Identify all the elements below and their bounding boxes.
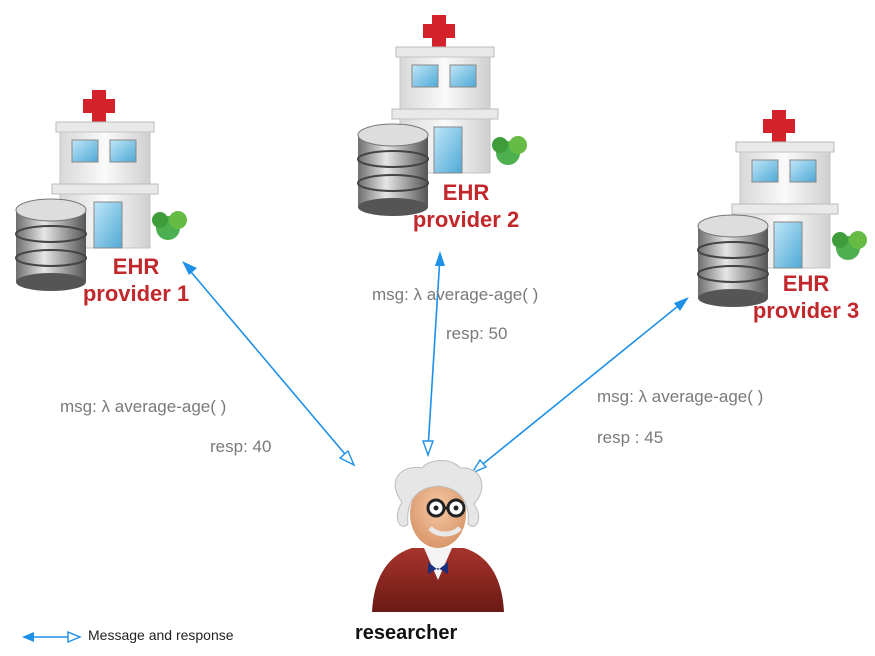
legend-arrow-icon bbox=[22, 630, 82, 644]
response-1-text: resp: 40 bbox=[210, 437, 272, 456]
database-icon-2 bbox=[357, 123, 429, 216]
provider-1-line2: provider 1 bbox=[82, 281, 190, 306]
hospital-icon-2 bbox=[391, 15, 527, 174]
researcher-label: researcher bbox=[355, 622, 458, 644]
response-3-text: resp : 45 bbox=[597, 428, 664, 447]
arrow-provider-3 bbox=[477, 301, 684, 469]
researcher-icon bbox=[372, 460, 504, 612]
arrow-provider-2 bbox=[427, 255, 441, 450]
arrowhead-resp-1 bbox=[338, 449, 356, 467]
message-1-text: msg: λ average-age( ) bbox=[60, 397, 227, 416]
legend-label: Message and response bbox=[88, 627, 234, 643]
hospital-icon-3 bbox=[731, 110, 867, 269]
provider-3-label: EHR provider 3 bbox=[726, 270, 875, 324]
provider-1-label: EHR provider 1 bbox=[56, 253, 216, 307]
provider-1-line1: EHR bbox=[112, 254, 160, 279]
provider-3-line2: provider 3 bbox=[752, 298, 860, 323]
provider-2-label: EHR provider 2 bbox=[386, 179, 546, 233]
arrowhead-msg-1 bbox=[182, 261, 197, 275]
database-icon-3 bbox=[697, 214, 769, 307]
database-icon-1 bbox=[15, 198, 87, 291]
provider-2-line1: EHR bbox=[442, 180, 490, 205]
provider-2-line2: provider 2 bbox=[412, 207, 520, 232]
arrowhead-msg-3 bbox=[674, 297, 689, 311]
message-2-text: msg: λ average-age( ) bbox=[372, 285, 539, 304]
arrow-provider-1 bbox=[185, 265, 351, 461]
provider-3-line1: EHR bbox=[782, 271, 830, 296]
arrowhead-msg-2 bbox=[435, 251, 445, 266]
arrowhead-resp-2 bbox=[422, 440, 434, 458]
arrowhead-resp-3 bbox=[470, 458, 488, 475]
response-2-text: resp: 50 bbox=[446, 324, 508, 343]
message-3-text: msg: λ average-age( ) bbox=[597, 387, 764, 406]
